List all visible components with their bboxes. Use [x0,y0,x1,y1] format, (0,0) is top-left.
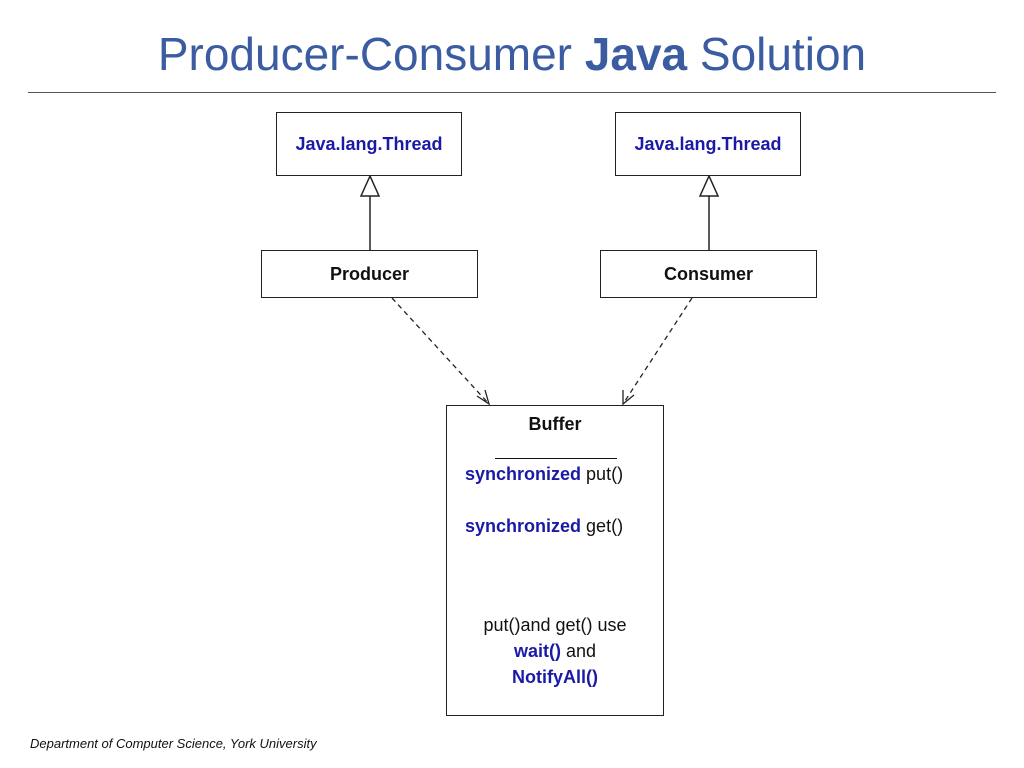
note-wait-keyword: wait() [513,641,561,661]
producer-inheritance-arrowhead [359,174,381,197]
buffer-class-label: Buffer [528,414,582,434]
note-and-word: and [565,641,597,661]
title-divider [28,92,996,93]
note-notifyall-keyword: NotifyAll() [512,667,598,687]
note-line-3: NotifyAll() [462,664,648,690]
buffer-separator [495,458,617,459]
consumer-class-box: Consumer [600,250,817,298]
buffer-class-box: Buffer synchronized put() synchronized g… [446,405,664,716]
consumer-dependency-line [622,297,693,405]
producer-dependency-line [391,297,490,405]
get-method-keyword: synchronized [465,516,582,536]
producer-class-box: Producer [261,250,478,298]
left-thread-class-label: Java.lang.Thread [295,133,443,154]
title-suffix: Solution [687,28,867,80]
producer-dependency-arrowhead [476,389,491,406]
title-emphasis: Java [584,28,688,80]
right-thread-class-label: Java.lang.Thread [634,133,782,154]
buffer-note: put()and get() use wait() and NotifyAll(… [462,612,648,690]
consumer-inheritance-arrowhead [698,174,720,197]
note-line-1: put()and get() use [483,615,627,635]
left-thread-class-box: Java.lang.Thread [276,112,462,176]
title-prefix: Producer-Consumer [157,28,585,80]
note-line-2: wait() and [462,638,648,664]
put-method-keyword: synchronized [465,464,582,484]
put-method-name: put() [586,464,624,484]
footer-attribution: Department of Computer Science, York Uni… [30,736,317,751]
right-thread-class-box: Java.lang.Thread [615,112,801,176]
buffer-method-put: synchronized put() [465,464,623,485]
slide-title: Producer-Consumer Java Solution [0,24,1024,84]
get-method-name: get() [586,516,624,536]
consumer-dependency-arrowhead [622,390,635,406]
buffer-method-get: synchronized get() [465,516,623,537]
producer-class-label: Producer [329,263,410,284]
consumer-class-label: Consumer [663,263,753,284]
